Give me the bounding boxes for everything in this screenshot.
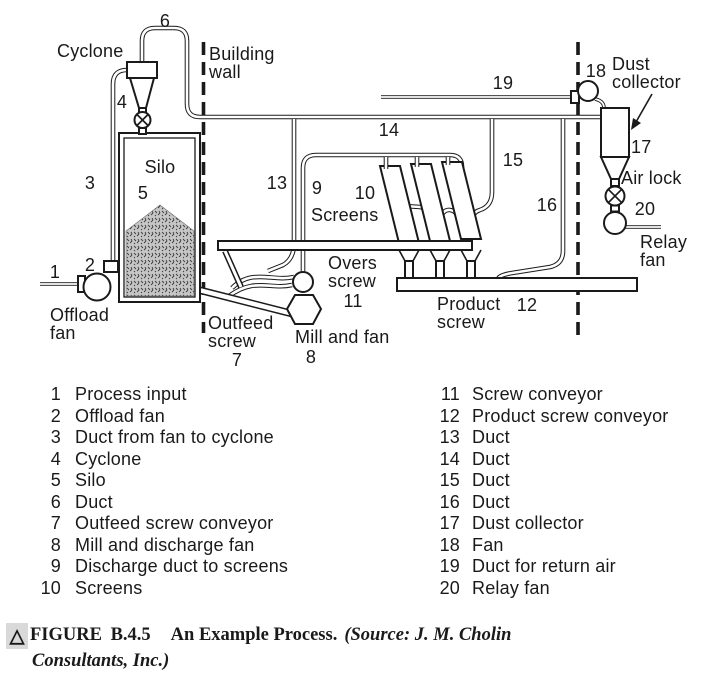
number-6: 6 — [160, 11, 170, 31]
silo-label: Silo — [145, 157, 176, 177]
offload-fan-shape — [77, 260, 119, 302]
number-3: 3 — [85, 173, 95, 193]
screens-label: Screens — [311, 205, 378, 225]
cyclone-label: Cyclone — [57, 41, 123, 61]
number-8: 8 — [306, 347, 316, 367]
figure-source-line1: (Source: J. M. Cholin — [344, 625, 512, 645]
figure-source-line2: Consultants, Inc.) — [32, 651, 170, 671]
silo-shape — [118, 132, 201, 303]
number-15: 15 — [503, 150, 523, 170]
mill-and-fan-shape — [285, 271, 323, 325]
overs-screw-shape — [217, 240, 473, 251]
number-1: 1 — [50, 262, 60, 282]
number-17: 17 — [631, 137, 651, 157]
overs-screw-label-2: screw — [328, 271, 377, 291]
number-13: 13 — [267, 173, 287, 193]
outfeed-screw-label-2: screw — [208, 331, 257, 351]
overs-screw-label-1: Overs — [328, 253, 377, 273]
fan-18-shape — [570, 80, 599, 104]
air-lock-label: Air lock — [621, 168, 682, 188]
figure-caption: FIGURE B.4.5 An Example Process. (Source: … — [30, 622, 550, 674]
building-wall-label-2: wall — [208, 62, 241, 82]
diagram-labels: Cyclone 6 Building wall 3 4 Silo 5 1 2 O… — [50, 11, 687, 370]
figure-title: An Example Process. — [170, 625, 338, 645]
relay-fan-label-2: fan — [640, 250, 666, 270]
building-wall-label-1: Building — [209, 44, 275, 64]
number-14: 14 — [379, 120, 399, 140]
relay-fan-shape — [603, 211, 627, 235]
overs-bar-strut — [225, 251, 241, 287]
number-4: 4 — [117, 92, 127, 112]
screens-shape — [378, 161, 483, 244]
process-diagram: Cyclone 6 Building wall 3 4 Silo 5 1 2 O… — [38, 11, 687, 370]
product-screw-label-2: screw — [437, 312, 486, 332]
number-7: 7 — [232, 350, 242, 370]
product-screw-shape — [396, 277, 638, 292]
outfeed-screw-label-1: Outfeed — [208, 313, 273, 333]
offload-fan-label-1: Offload — [50, 305, 109, 325]
number-12: 12 — [517, 295, 537, 315]
number-19: 19 — [493, 73, 513, 93]
mill-and-fan-label: Mill and fan — [295, 327, 389, 347]
relay-fan-label-1: Relay — [640, 232, 687, 252]
number-9: 9 — [312, 178, 322, 198]
dust-collector-label-2: collector — [612, 72, 681, 92]
number-10: 10 — [355, 183, 375, 203]
number-16: 16 — [537, 195, 557, 215]
figure-label: FIGURE B.4.5 — [30, 625, 151, 645]
product-screw-label-1: Product — [437, 294, 500, 314]
cyclone-shape — [126, 61, 158, 135]
number-5: 5 — [138, 183, 148, 203]
dust-collector-shape — [599, 107, 631, 235]
triangle-marker-icon: △ — [6, 623, 28, 649]
dust-collector-label-1: Dust — [612, 54, 650, 74]
number-20: 20 — [635, 199, 655, 219]
offload-fan-label-2: fan — [50, 323, 76, 343]
number-11: 11 — [343, 291, 362, 311]
number-2: 2 — [85, 255, 95, 275]
screen-discharge-spouts — [398, 249, 482, 279]
fan-18-outlet-duct — [593, 97, 606, 110]
number-18: 18 — [586, 61, 606, 81]
dust-collector-arrow-icon — [631, 93, 653, 130]
